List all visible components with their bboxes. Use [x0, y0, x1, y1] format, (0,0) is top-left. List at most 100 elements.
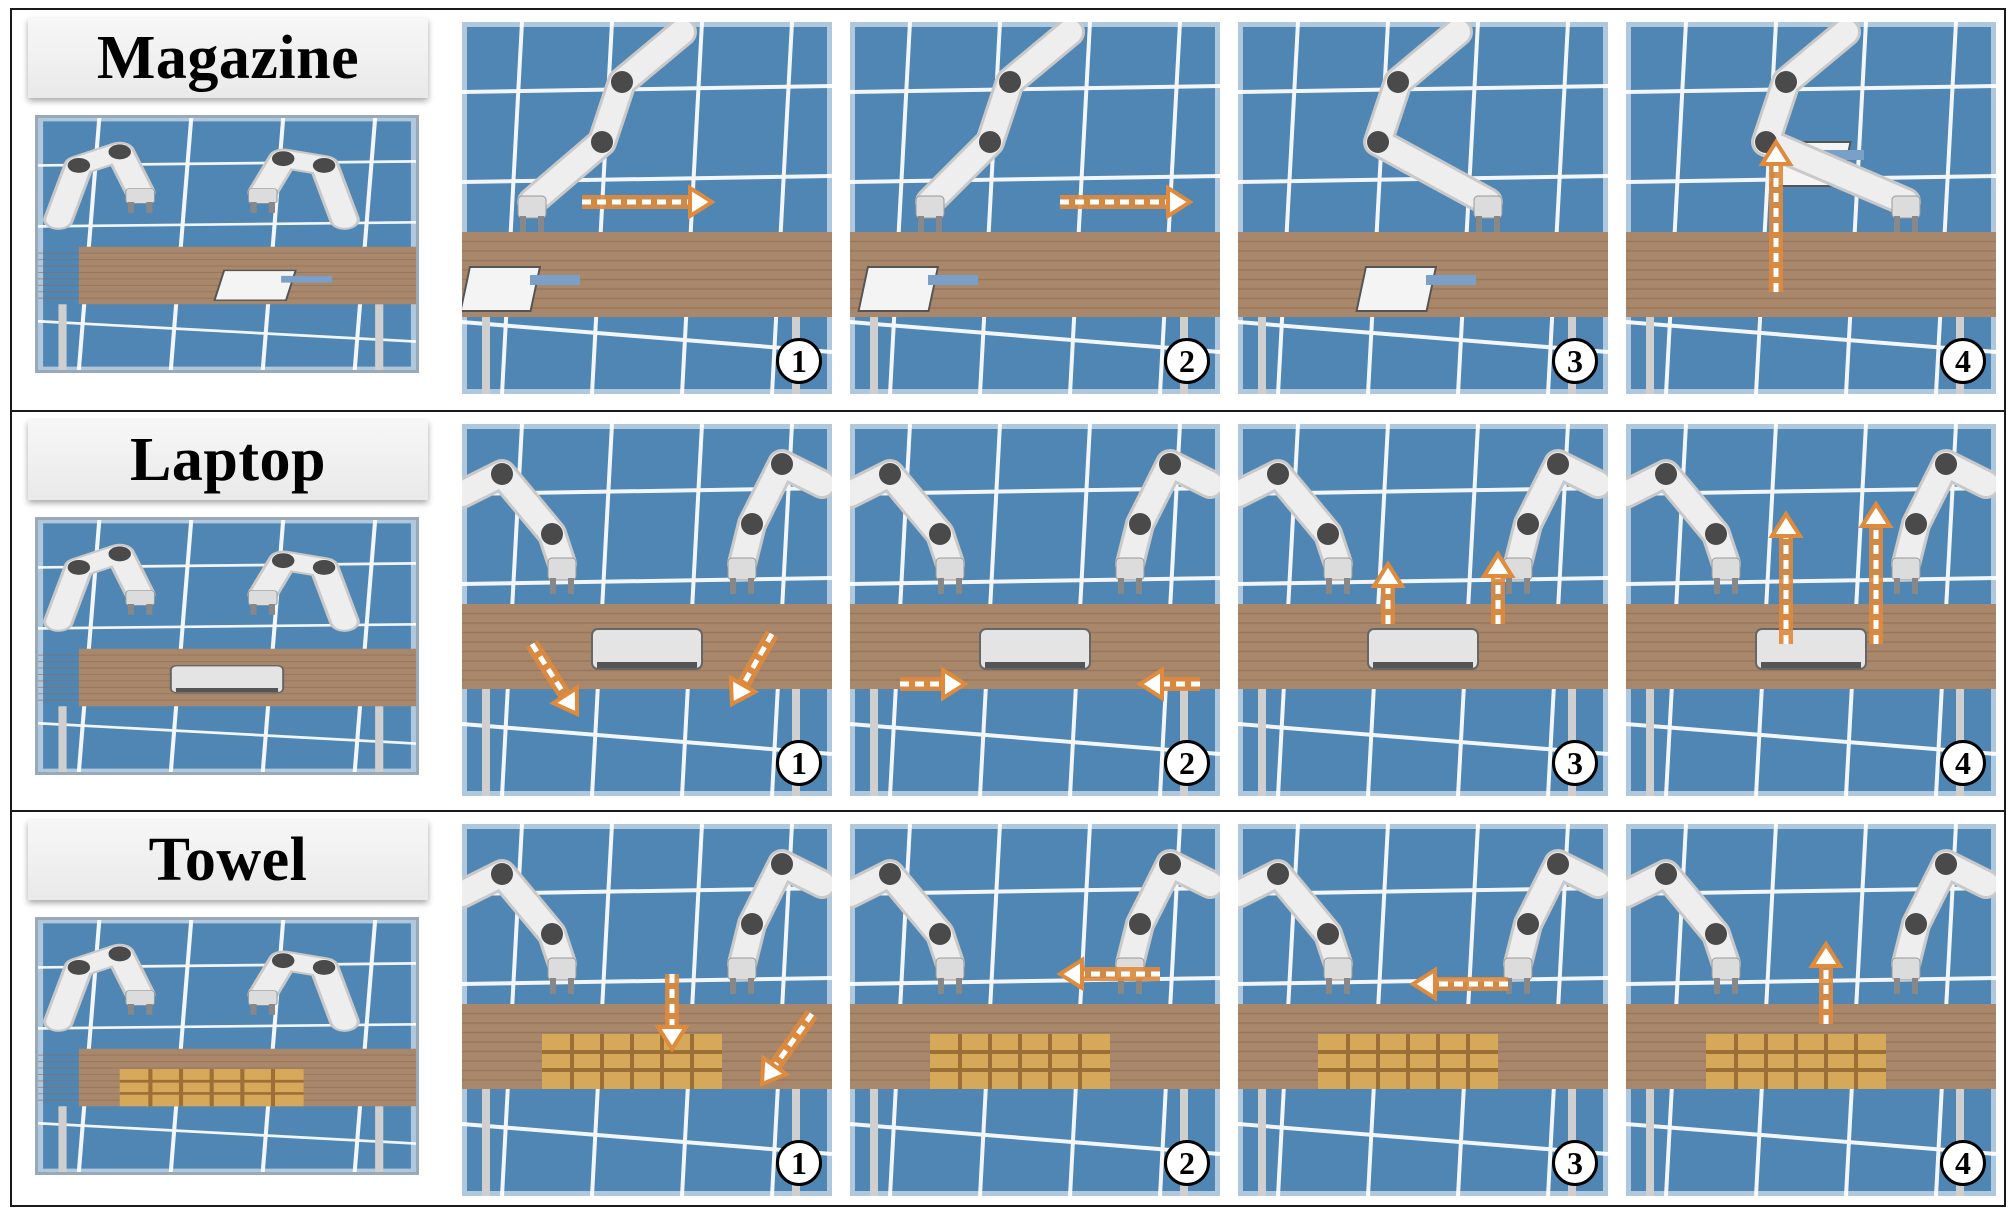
motion-arrow [759, 1009, 818, 1088]
magazine-cover-print [1814, 150, 1864, 160]
robot-arm [850, 859, 965, 994]
motion-arrow [900, 666, 969, 702]
robot-arm [727, 449, 832, 594]
robot-arm [247, 950, 360, 1032]
towel-object [542, 1034, 722, 1089]
scene [850, 22, 1220, 394]
magazine-object [1355, 266, 1438, 312]
step-panel-3: 3 [1238, 824, 1608, 1196]
motion-arrow [1060, 184, 1194, 220]
scene-overview-image [35, 115, 419, 373]
motion-arrow [1370, 560, 1406, 624]
scene [38, 520, 416, 772]
step-number-badge: 2 [1164, 338, 1210, 384]
task-label-box: Towel [28, 820, 428, 900]
laptop-hinge [1373, 662, 1473, 668]
step-panel-2: 2 [850, 824, 1220, 1196]
motion-arrow [1858, 500, 1894, 644]
laptop-object [979, 628, 1091, 670]
step-panel-4: 4 [1626, 824, 1996, 1196]
scene [850, 424, 1220, 796]
step-panel-2: 2 [850, 22, 1220, 394]
backdrop [1238, 22, 1608, 394]
robot-arm [43, 943, 156, 1032]
towel-object [1706, 1034, 1886, 1089]
motion-arrow [1136, 666, 1200, 702]
step-number-badge: 4 [1940, 740, 1986, 786]
step-number-badge: 1 [776, 740, 822, 786]
motion-arrow [526, 640, 580, 718]
towel-object [1318, 1034, 1498, 1089]
laptop-object [591, 628, 703, 670]
step-panel-4: 4 [1626, 22, 1996, 394]
scene-overview-image [35, 917, 419, 1175]
step-panel-3: 3 [1238, 22, 1608, 394]
robot-arm [727, 849, 832, 994]
step-panel-4: 4 [1626, 424, 1996, 796]
task-label: Laptop [130, 425, 326, 494]
step-number-badge: 1 [776, 1140, 822, 1186]
robot-arm [1363, 22, 1503, 232]
step-number-badge: 2 [1164, 1140, 1210, 1186]
task-row-towel: Towel 1 2 3 4 [12, 810, 2004, 1205]
magazine-object [213, 269, 297, 301]
step-panel-1: 1 [462, 824, 832, 1196]
magazine-cover-print [928, 275, 978, 285]
laptop-hinge [1761, 662, 1861, 668]
step-panel-3: 3 [1238, 424, 1608, 796]
task-label-box: Laptop [28, 420, 428, 500]
step-number-badge: 3 [1552, 338, 1598, 384]
magazine-cover-print [281, 275, 333, 283]
motion-arrow [1480, 550, 1516, 624]
magazine-cover-print [530, 275, 580, 285]
figure-frame: Magazine 1 2 3 4 Laptop 1 2 3 4 Towel 1 … [10, 8, 2006, 1207]
robot-arm [1891, 449, 1996, 594]
scene [1238, 824, 1608, 1196]
motion-arrow [1768, 510, 1804, 644]
task-label-box: Magazine [28, 18, 428, 98]
step-panel-1: 1 [462, 22, 832, 394]
robot-arm [43, 141, 156, 230]
robot-arm [1238, 859, 1353, 994]
robot-arm [1626, 859, 1741, 994]
robot-arm [462, 459, 577, 594]
scene [1238, 22, 1608, 394]
robot-arm [915, 22, 1085, 232]
motion-arrow [1758, 138, 1794, 292]
robot-arm [517, 22, 697, 232]
robot-arm [1626, 459, 1741, 594]
magazine-object [462, 266, 542, 312]
scene [462, 22, 832, 394]
robot-arm [1503, 449, 1608, 594]
motion-arrow [582, 184, 716, 220]
laptop-hinge [985, 662, 1085, 668]
motion-arrow [654, 974, 690, 1053]
robot-arm [247, 550, 360, 632]
scene [1626, 824, 1996, 1196]
towel-object [930, 1034, 1110, 1089]
robot-arm [247, 148, 360, 230]
magazine-cover-print [1426, 275, 1476, 285]
backdrop-grid [462, 22, 832, 394]
step-number-badge: 3 [1552, 1140, 1598, 1186]
robot-arm [1503, 849, 1608, 994]
step-number-badge: 4 [1940, 338, 1986, 384]
laptop-object [169, 664, 285, 694]
motion-arrow [1808, 940, 1844, 1024]
scene [462, 424, 832, 796]
robot-arm [462, 859, 577, 994]
motion-arrow [728, 630, 779, 708]
robot-arm [1115, 449, 1220, 594]
step-panel-1: 1 [462, 424, 832, 796]
robot-arm [43, 543, 156, 632]
task-row-magazine: Magazine 1 2 3 4 [12, 10, 2004, 410]
step-number-badge: 2 [1164, 740, 1210, 786]
task-label: Magazine [96, 23, 360, 92]
task-row-laptop: Laptop 1 2 3 4 [12, 410, 2004, 810]
robot-arm [850, 459, 965, 594]
step-panel-2: 2 [850, 424, 1220, 796]
motion-arrow [1409, 966, 1508, 1002]
backdrop [1626, 22, 1996, 394]
robot-arm [1238, 459, 1353, 594]
scene [462, 824, 832, 1196]
